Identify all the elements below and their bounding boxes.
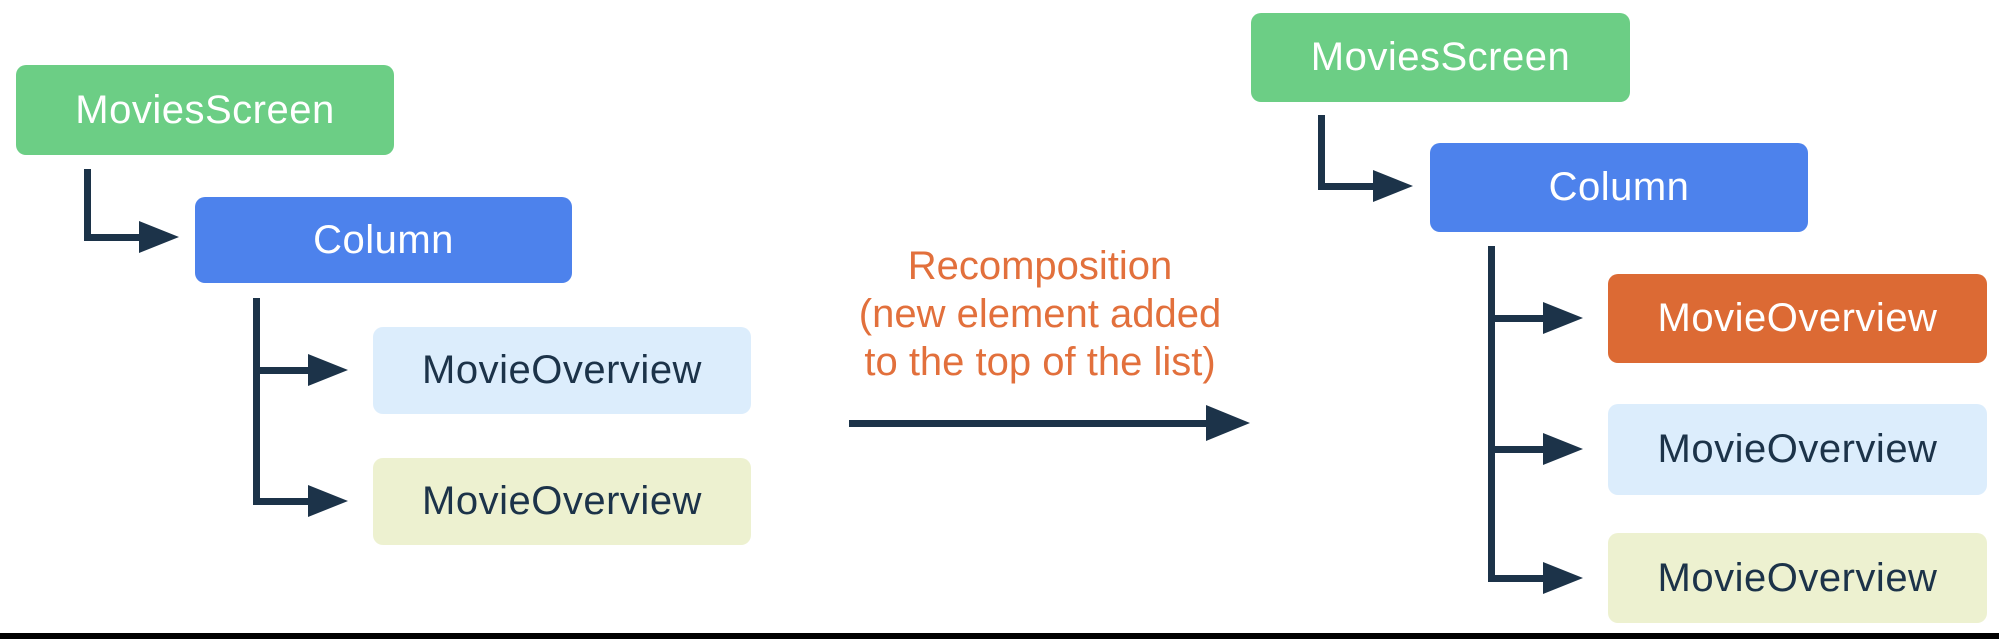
left-connector-child1-horizontal [253,367,309,374]
right-connector-child3-horizontal [1488,575,1544,582]
left-connector-child2-horizontal [253,498,309,505]
left-connector-column-vertical [253,298,260,505]
right-arrowhead-movieoverview-new [1543,302,1583,334]
right-connector-root-vertical [1318,115,1325,190]
left-arrowhead-column [139,221,179,253]
node-label: Column [313,217,454,262]
left-connector-root-vertical [84,169,91,241]
node-label: MovieOverview [1657,296,1938,340]
right-connector-column-vertical [1488,246,1495,582]
node-label: MovieOverview [1657,555,1938,600]
caption-line-1: Recomposition [907,244,1173,288]
node-label: MovieOverview [422,479,702,523]
recomposition-arrowhead [1206,405,1250,441]
right-arrowhead-column [1373,170,1413,202]
left-tree-node-movieoverview-2: MovieOverview [373,458,751,545]
right-tree-node-movieoverview-new: MovieOverview [1608,274,1987,363]
node-label: MoviesScreen [1310,35,1571,79]
node-label: MoviesScreen [75,87,335,132]
left-connector-root-horizontal [84,234,140,241]
right-tree-node-moviesscreen: MoviesScreen [1251,13,1630,102]
left-arrowhead-movieoverview-2 [308,485,348,517]
recomposition-arrow-shaft [849,420,1209,427]
bottom-border [0,633,1999,639]
right-tree-node-movieoverview-2: MovieOverview [1608,404,1987,495]
right-tree-node-movieoverview-3: MovieOverview [1608,533,1987,623]
right-connector-root-horizontal [1318,183,1374,190]
caption-line-3: to the top of the list) [864,340,1216,384]
left-arrowhead-movieoverview-1 [308,354,348,386]
right-arrowhead-movieoverview-3 [1543,562,1583,594]
node-label: MovieOverview [422,348,702,392]
left-tree-node-column: Column [195,197,572,283]
node-label: MovieOverview [1657,427,1938,471]
right-connector-child2-horizontal [1488,446,1544,453]
left-tree-node-movieoverview-1: MovieOverview [373,327,751,414]
node-label: Column [1548,165,1690,209]
recomposition-caption: Recomposition (new element added to the … [790,242,1290,386]
left-tree-node-moviesscreen: MoviesScreen [16,65,394,155]
caption-line-2: (new element added [858,292,1222,336]
right-tree-node-column: Column [1430,143,1808,232]
right-connector-child1-horizontal [1488,315,1544,322]
right-arrowhead-movieoverview-2 [1543,433,1583,465]
